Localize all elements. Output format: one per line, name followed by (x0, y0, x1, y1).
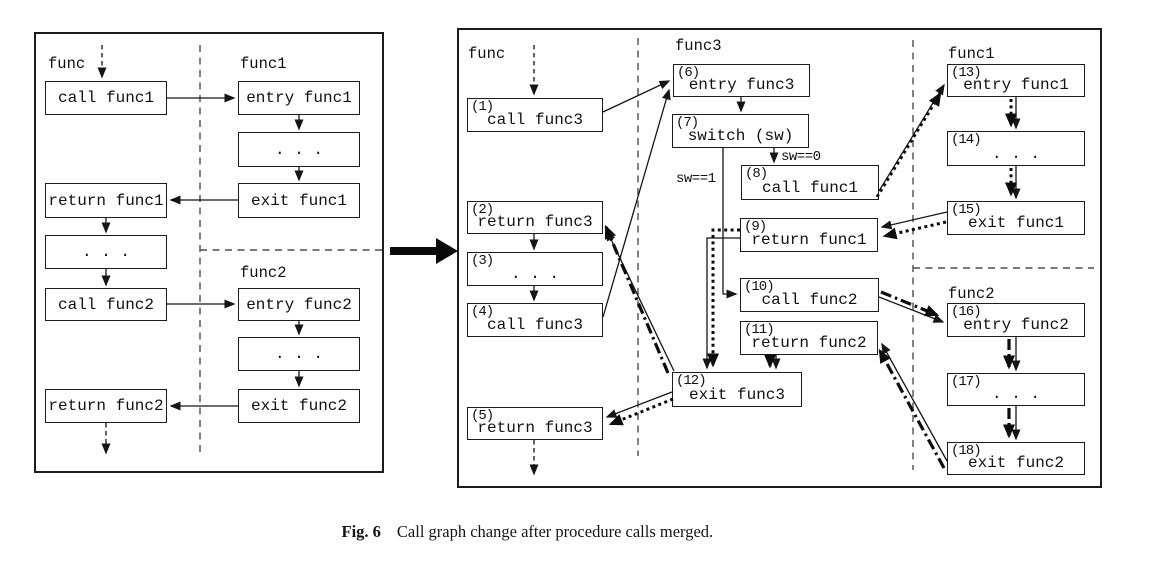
left-col-label-func2: func2 (240, 264, 287, 282)
node-label: call func3 (486, 111, 583, 129)
node-label: return func1 (751, 231, 867, 249)
node-2-return-func3: (2) return func3 (467, 201, 603, 234)
edge-label-sw1: sw==1 (676, 171, 716, 187)
node-number: (8) (745, 166, 768, 182)
node-label: call func3 (486, 316, 583, 334)
node-13-entry-func1: (13) entry func1 (947, 64, 1085, 97)
node-entry-func2: entry func2 (238, 288, 360, 321)
node-number: (15) (951, 202, 982, 218)
node-number: (4) (471, 304, 494, 320)
node-9-return-func1: (9) return func1 (740, 218, 878, 252)
node-exit-func1: exit func1 (238, 183, 360, 218)
node-label: entry func1 (246, 89, 352, 107)
node-label: exit func2 (250, 397, 347, 415)
figure-caption-text: Call graph change after procedure calls … (396, 522, 714, 541)
node-14-dots: (14) . . . (947, 131, 1085, 166)
node-label: return func1 (48, 191, 164, 210)
node-dots-func1: . . . (238, 132, 360, 167)
node-label: exit func3 (688, 386, 785, 404)
node-1-call-func3: (1) call func3 (467, 98, 603, 132)
node-number: (17) (951, 374, 982, 390)
node-number: (7) (676, 115, 699, 131)
figure-caption: Fig. 6 Call graph change after procedure … (325, 502, 714, 562)
node-call-func2: call func2 (45, 288, 167, 321)
node-label: entry func3 (688, 76, 795, 94)
node-number: (12) (676, 373, 707, 389)
edge-label-sw0: sw==0 (781, 149, 821, 165)
node-label: . . . (991, 385, 1040, 403)
right-col-label-func2: func2 (948, 285, 995, 303)
node-dots-func2: . . . (238, 337, 360, 371)
node-16-entry-func2: (16) entry func2 (947, 303, 1085, 337)
figure-caption-tag: Fig. 6 (341, 522, 381, 541)
left-col-label-func: func (48, 55, 86, 73)
node-dots-main: . . . (45, 235, 167, 269)
node-label: exit func1 (250, 191, 347, 210)
node-label: . . . (274, 140, 323, 159)
node-entry-func1: entry func1 (238, 81, 360, 115)
node-label: exit func1 (967, 214, 1064, 232)
node-label: entry func2 (963, 316, 1069, 334)
node-call-func1: call func1 (45, 81, 167, 115)
node-number: (14) (951, 132, 982, 148)
node-label: . . . (274, 345, 323, 363)
node-label: . . . (510, 265, 559, 283)
node-label: call func1 (761, 179, 858, 197)
node-number: (16) (951, 304, 982, 320)
node-7-switch-sw: (7) switch (sw) (672, 114, 809, 148)
node-number: (9) (744, 219, 767, 235)
node-label: . . . (81, 243, 130, 261)
node-11-return-func2: (11) return func2 (740, 321, 878, 355)
node-label: exit func2 (967, 454, 1064, 472)
node-label: return func2 (48, 397, 164, 415)
node-return-func1: return func1 (45, 183, 167, 218)
node-18-exit-func2: (18) exit func2 (947, 442, 1085, 475)
node-number: (5) (471, 408, 494, 424)
node-label: switch (sw) (687, 127, 794, 145)
node-label: return func3 (477, 213, 593, 231)
node-number: (18) (951, 443, 982, 459)
node-12-exit-func3: (12) exit func3 (672, 372, 802, 407)
right-col-label-func3: func3 (675, 37, 722, 55)
right-col-label-func: func (468, 45, 506, 63)
right-col-label-func1: func1 (948, 45, 995, 63)
node-number: (6) (677, 65, 700, 81)
node-return-func2: return func2 (45, 389, 167, 423)
left-col-label-func1: func1 (240, 55, 287, 73)
node-5-return-func3: (5) return func3 (467, 407, 603, 440)
node-label: return func3 (477, 419, 593, 437)
node-17-dots: (17) . . . (947, 373, 1085, 406)
node-15-exit-func1: (15) exit func1 (947, 201, 1085, 235)
node-number: (10) (744, 279, 775, 295)
node-10-call-func2: (10) call func2 (740, 278, 879, 312)
node-label: call func2 (57, 295, 154, 314)
node-8-call-func1: (8) call func1 (741, 165, 879, 200)
node-number: (13) (951, 65, 982, 81)
node-4-call-func3: (4) call func3 (467, 303, 603, 337)
node-label: entry func1 (963, 76, 1069, 94)
node-number: (3) (471, 253, 494, 269)
node-3-dots: (3) . . . (467, 252, 603, 286)
node-number: (1) (471, 99, 494, 115)
node-6-entry-func3: (6) entry func3 (673, 64, 810, 97)
node-number: (2) (471, 202, 494, 218)
transform-arrow-icon (390, 238, 458, 264)
node-exit-func2: exit func2 (238, 389, 360, 423)
node-number: (11) (744, 322, 775, 338)
node-label: return func2 (751, 334, 867, 352)
node-label: entry func2 (246, 295, 352, 314)
node-label: . . . (991, 145, 1040, 163)
node-label: call func2 (761, 291, 858, 309)
node-label: call func1 (57, 89, 154, 107)
